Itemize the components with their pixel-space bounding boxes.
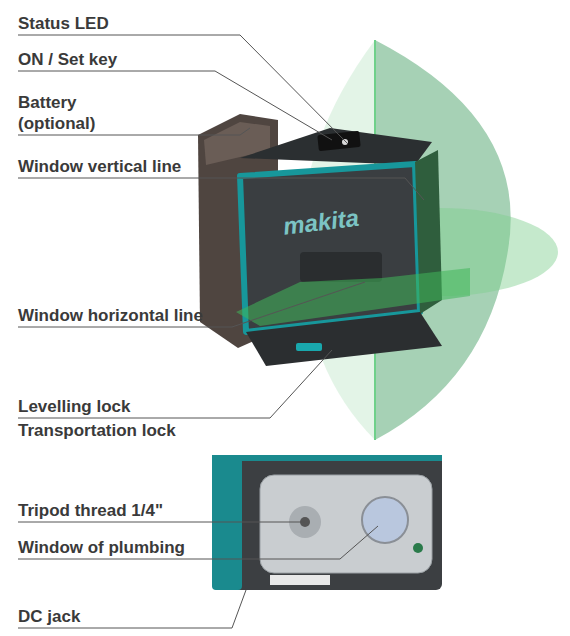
leader-line (18, 282, 365, 327)
part-label: Window vertical line (18, 156, 181, 177)
leader-line (18, 35, 348, 144)
window-horizontal-frame (300, 252, 382, 282)
levelling-lock-button (296, 343, 322, 351)
leader-line (18, 590, 246, 628)
plumbing-window (362, 497, 408, 543)
part-label: Status LED (18, 13, 109, 34)
base-plate (260, 475, 432, 573)
body-base (246, 312, 442, 366)
part-label: DC jack (18, 606, 80, 627)
leader-line (18, 526, 378, 559)
control-panel (317, 131, 360, 151)
part-label: Transportation lock (18, 420, 176, 441)
bottom-view-edge (212, 455, 442, 461)
warning-sticker (270, 575, 330, 585)
horizontal-laser-beam (236, 268, 470, 326)
leader-line (18, 71, 332, 140)
part-label: Window horizontal line (18, 305, 203, 326)
leader-line (18, 522, 305, 523)
body-top-face (240, 128, 432, 165)
part-label: Window of plumbing (18, 537, 185, 558)
leader-line (18, 178, 424, 200)
status-led (342, 139, 348, 145)
part-label: Tripod thread 1/4" (18, 500, 163, 521)
leader-line (18, 350, 332, 418)
part-label: ON / Set key (18, 49, 117, 70)
bottom-marker (413, 543, 423, 553)
part-label: Levelling lock (18, 396, 130, 417)
part-label: Battery (optional) (18, 92, 118, 134)
